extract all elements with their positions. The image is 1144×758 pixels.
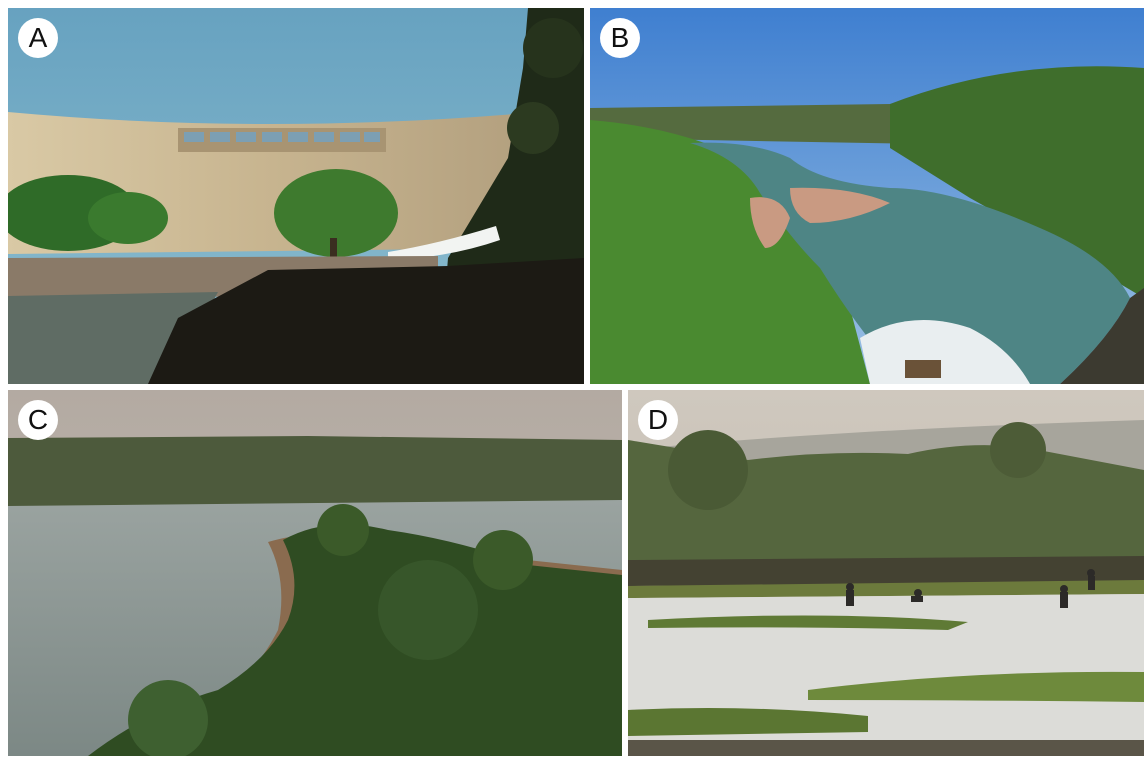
panel-label-b: B bbox=[600, 18, 640, 58]
reservoir-photo bbox=[8, 390, 622, 756]
dam-photo bbox=[8, 8, 584, 384]
panel-label-d: D bbox=[638, 400, 678, 440]
photo-panel-a: A bbox=[8, 8, 584, 384]
river-photo bbox=[590, 8, 1144, 384]
photo-panel-c: C bbox=[8, 390, 622, 756]
floodplain-photo bbox=[628, 390, 1144, 756]
photo-panel-d: D bbox=[628, 390, 1144, 756]
panel-label-a: A bbox=[18, 18, 58, 58]
panel-label-c: C bbox=[18, 400, 58, 440]
photo-panel-b: B bbox=[590, 8, 1144, 384]
